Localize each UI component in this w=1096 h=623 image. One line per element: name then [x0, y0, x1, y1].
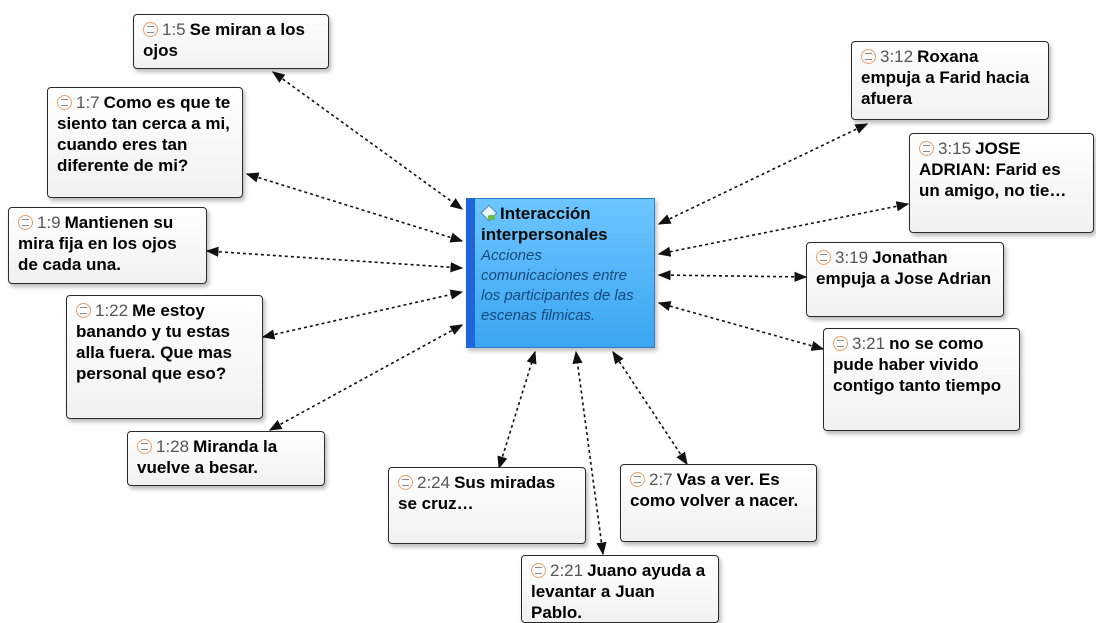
- quotation-icon: [137, 439, 152, 454]
- quotation-icon: [398, 475, 413, 490]
- link-1-28: [268, 324, 464, 431]
- quote-id: 3:21: [852, 334, 886, 353]
- link-1-7: [245, 172, 464, 243]
- quote-text: Roxana empuja a Farid hacia afuera: [861, 47, 1030, 108]
- quotation-icon: [531, 563, 546, 578]
- code-icon: [481, 206, 496, 221]
- quote-id: 1:5: [162, 20, 186, 39]
- quote-id: 1:7: [76, 93, 100, 112]
- quotation-icon: [18, 215, 33, 230]
- link-3-12: [657, 123, 869, 225]
- quote-id: 2:24: [417, 473, 451, 492]
- quote-id: 1:22: [95, 301, 129, 320]
- link-3-19: [657, 270, 808, 282]
- quote-id: 3:19: [835, 248, 869, 267]
- quote-text: Juano ayuda a levantar a Juan Pablo.: [531, 561, 706, 622]
- link-2-21: [572, 350, 607, 556]
- link-1-9: [205, 246, 464, 273]
- link-3-21: [657, 301, 825, 351]
- link-1-5: [271, 71, 464, 210]
- link-3-15: [657, 201, 910, 257]
- quote-text: Miranda la vuelve a besar.: [137, 437, 278, 477]
- quotation-icon: [57, 95, 72, 110]
- quotation-icon: [630, 472, 645, 487]
- quotation-icon: [861, 49, 876, 64]
- link-2-7: [612, 350, 688, 466]
- quote-id: 1:9: [37, 213, 61, 232]
- code-title-text: Interacción interpersonales: [481, 204, 608, 244]
- quotation-icon: [143, 22, 158, 37]
- quotation-icon: [919, 141, 934, 156]
- quote-id: 2:7: [649, 470, 673, 489]
- quote-text: Vas a ver. Es como volver a nacer.: [630, 470, 799, 510]
- quote-id: 3:15: [938, 139, 972, 158]
- code-node[interactable]: Interacción interpersonales Acciones com…: [466, 198, 655, 348]
- quote-text: Mantienen su mira fija en los ojos de ca…: [18, 213, 177, 274]
- quote-text: Sus miradas se cruz…: [398, 473, 556, 513]
- quote-id: 2:21: [550, 561, 584, 580]
- quotation-icon: [76, 303, 91, 318]
- quotation-icon: [833, 336, 848, 351]
- code-title: Interacción interpersonales: [481, 203, 648, 245]
- quote-text: Jonathan empuja a Jose Adrian: [816, 248, 992, 288]
- quote-text: Me estoy banando y tu estas alla fuera. …: [76, 301, 232, 383]
- link-1-22: [261, 289, 464, 340]
- quote-text: no se como pude haber vivido contigo tan…: [833, 334, 1002, 395]
- quote-text: Se miran a los ojos: [143, 20, 305, 60]
- quote-id: 3:12: [880, 47, 914, 66]
- quote-id: 1:28: [156, 437, 190, 456]
- quote-text: JOSE ADRIAN: Farid es un amigo, no tie…: [919, 139, 1067, 200]
- code-comment: Acciones comunicaciones entre los partic…: [481, 247, 634, 324]
- link-2-24: [497, 350, 537, 470]
- quote-text: Como es que te siento tan cerca a mi, cu…: [57, 93, 231, 175]
- quotation-icon: [816, 250, 831, 265]
